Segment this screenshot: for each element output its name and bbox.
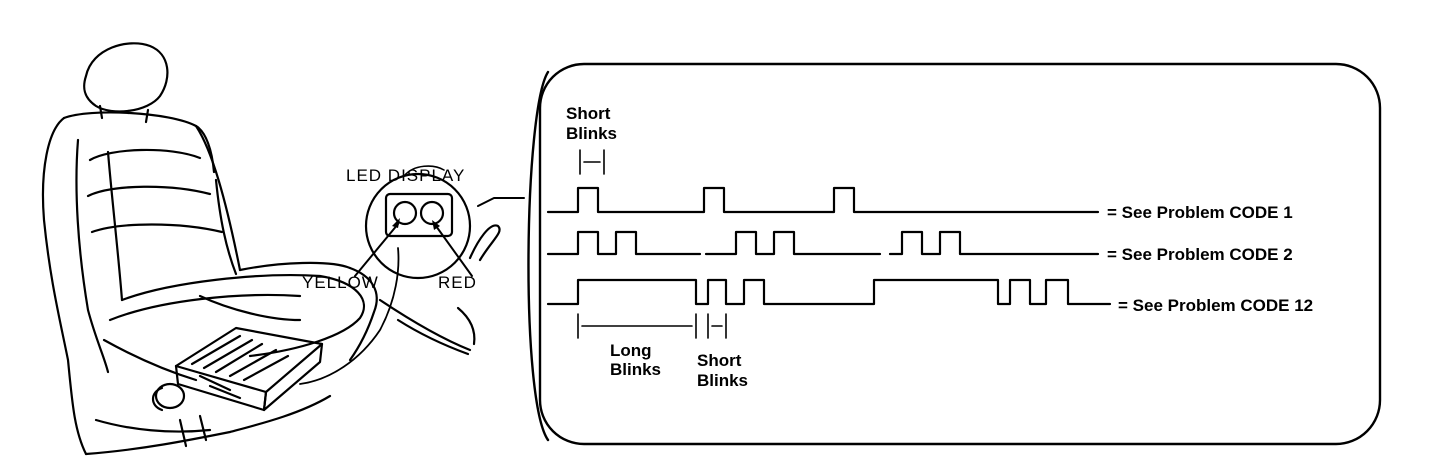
short-blinks-top-dimension (579, 149, 605, 175)
code-1-label: = See Problem CODE 1 (1107, 203, 1293, 222)
short-blinks-bottom-dimension (707, 313, 727, 339)
code-12-waveform (546, 278, 1112, 306)
code-2-label: = See Problem CODE 2 (1107, 245, 1293, 264)
code-1-waveform (546, 186, 1100, 214)
long-blinks-label-line2: Blinks (610, 360, 661, 379)
red-label: RED (438, 273, 477, 292)
seat-illustration (41, 42, 501, 456)
code-12-label: = See Problem CODE 12 (1118, 296, 1313, 315)
short-blinks-bottom-label-line2: Blinks (697, 371, 748, 390)
short-blinks-top-label-line2: Blinks (566, 124, 617, 143)
blink-code-panel: Short Blinks = See Problem CODE 1 = See … (527, 62, 1382, 446)
led-display-enclosure (364, 172, 472, 280)
short-blinks-top-label-line1: Short (566, 104, 611, 123)
long-blinks-label-line1: Long (610, 341, 652, 360)
long-blinks-dimension (577, 313, 697, 339)
red-led-icon (419, 200, 445, 226)
short-blinks-bottom-label-line1: Short (697, 351, 742, 370)
code-2-waveform (546, 230, 1100, 256)
yellow-label: YELLOW (302, 273, 379, 292)
yellow-led-icon (392, 200, 418, 226)
led-display: LED DISPLAY YELLOW RED (302, 165, 525, 292)
